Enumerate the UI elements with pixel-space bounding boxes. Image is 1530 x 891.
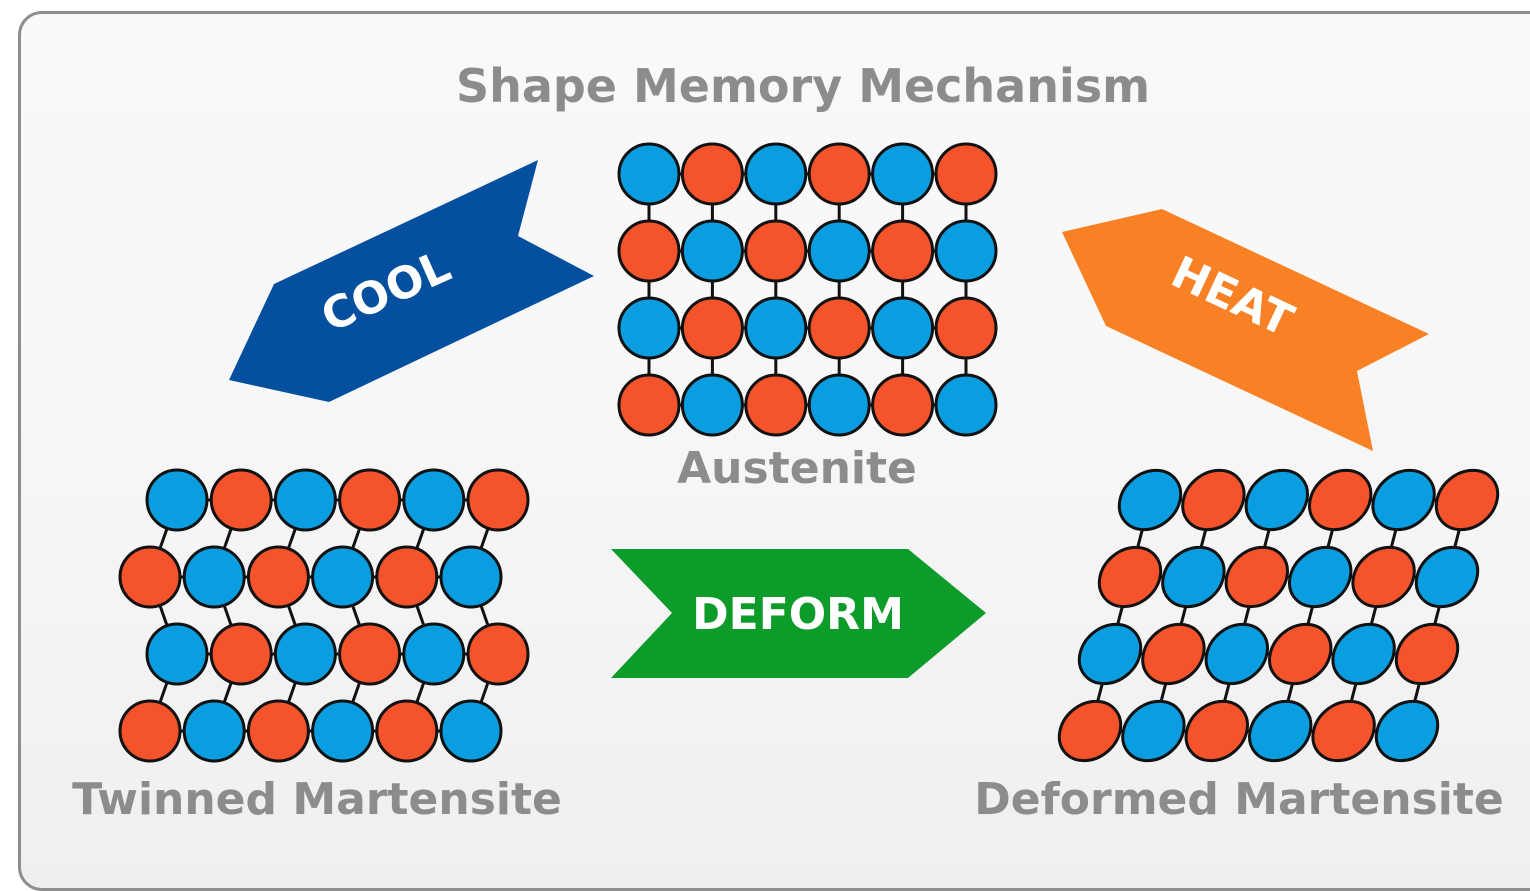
red-atom — [1057, 699, 1123, 763]
diagram-stage: Shape Memory Mechanism COOL HEAT DEFORM … — [18, 11, 1530, 891]
red-atom — [1268, 622, 1333, 686]
blue-atom — [934, 219, 998, 283]
blue-atom — [1244, 468, 1309, 532]
blue-atom — [871, 142, 935, 206]
red-atom — [1141, 622, 1206, 686]
blue-atom — [402, 468, 466, 532]
red-atom — [338, 468, 402, 532]
blue-atom — [1204, 622, 1269, 686]
red-atom — [807, 296, 871, 360]
blue-atom — [1414, 545, 1480, 609]
blue-atom — [807, 219, 871, 283]
diagram-title: Shape Memory Mechanism — [456, 59, 1150, 113]
blue-atom — [182, 545, 246, 609]
red-atom — [1394, 622, 1460, 686]
deform-arrow: DEFORM — [611, 549, 986, 678]
shape-memory-diagram: Shape Memory Mechanism COOL HEAT DEFORM … — [72, 59, 1504, 825]
blue-atom — [439, 699, 503, 763]
red-atom — [375, 545, 439, 609]
red-atom — [1311, 699, 1376, 763]
blue-atom — [311, 699, 375, 763]
red-atom — [209, 468, 273, 532]
blue-atom — [273, 622, 337, 686]
blue-atom — [1371, 468, 1436, 532]
red-atom — [1434, 468, 1500, 532]
red-atom — [617, 373, 681, 437]
blue-atom — [1121, 699, 1186, 763]
twinned-martensite-lattice — [118, 468, 530, 763]
blue-atom — [182, 699, 246, 763]
blue-atom — [1248, 699, 1313, 763]
twinned-martensite-label: Twinned Martensite — [72, 774, 562, 825]
red-atom — [807, 142, 871, 206]
cool-arrow: COOL — [229, 160, 594, 402]
red-atom — [680, 142, 744, 206]
red-atom — [934, 142, 998, 206]
red-atom — [466, 468, 530, 532]
red-atom — [246, 545, 310, 609]
blue-atom — [617, 142, 681, 206]
blue-atom — [871, 296, 935, 360]
blue-atom — [744, 296, 808, 360]
red-atom — [871, 373, 935, 437]
deform-arrow-label: DEFORM — [692, 589, 904, 640]
red-atom — [934, 296, 998, 360]
blue-atom — [1077, 622, 1143, 686]
austenite-lattice — [617, 142, 998, 437]
blue-atom — [1331, 622, 1396, 686]
red-atom — [118, 699, 182, 763]
deformed-martensite-label: Deformed Martensite — [974, 774, 1503, 825]
red-atom — [680, 296, 744, 360]
blue-atom — [680, 373, 744, 437]
blue-atom — [402, 622, 466, 686]
red-atom — [744, 373, 808, 437]
blue-atom — [1374, 699, 1440, 763]
blue-atom — [934, 373, 998, 437]
red-atom — [118, 545, 182, 609]
red-atom — [1351, 545, 1416, 609]
austenite-label: Austenite — [677, 443, 917, 494]
blue-atom — [145, 468, 209, 532]
blue-atom — [617, 296, 681, 360]
blue-atom — [145, 622, 209, 686]
blue-atom — [1117, 468, 1183, 532]
red-atom — [246, 699, 310, 763]
red-atom — [466, 622, 530, 686]
blue-atom — [807, 373, 871, 437]
blue-atom — [439, 545, 503, 609]
blue-atom — [273, 468, 337, 532]
red-atom — [1097, 545, 1163, 609]
red-atom — [617, 219, 681, 283]
red-atom — [1184, 699, 1249, 763]
deformed-martensite-lattice — [1057, 468, 1500, 763]
red-atom — [744, 219, 808, 283]
red-atom — [209, 622, 273, 686]
red-atom — [1308, 468, 1373, 532]
red-atom — [375, 699, 439, 763]
red-atom — [1224, 545, 1289, 609]
heat-arrow: HEAT — [1062, 209, 1429, 451]
red-atom — [1181, 468, 1246, 532]
blue-atom — [311, 545, 375, 609]
red-atom — [338, 622, 402, 686]
blue-atom — [1288, 545, 1353, 609]
blue-atom — [744, 142, 808, 206]
blue-atom — [1161, 545, 1226, 609]
blue-atom — [680, 219, 744, 283]
red-atom — [871, 219, 935, 283]
